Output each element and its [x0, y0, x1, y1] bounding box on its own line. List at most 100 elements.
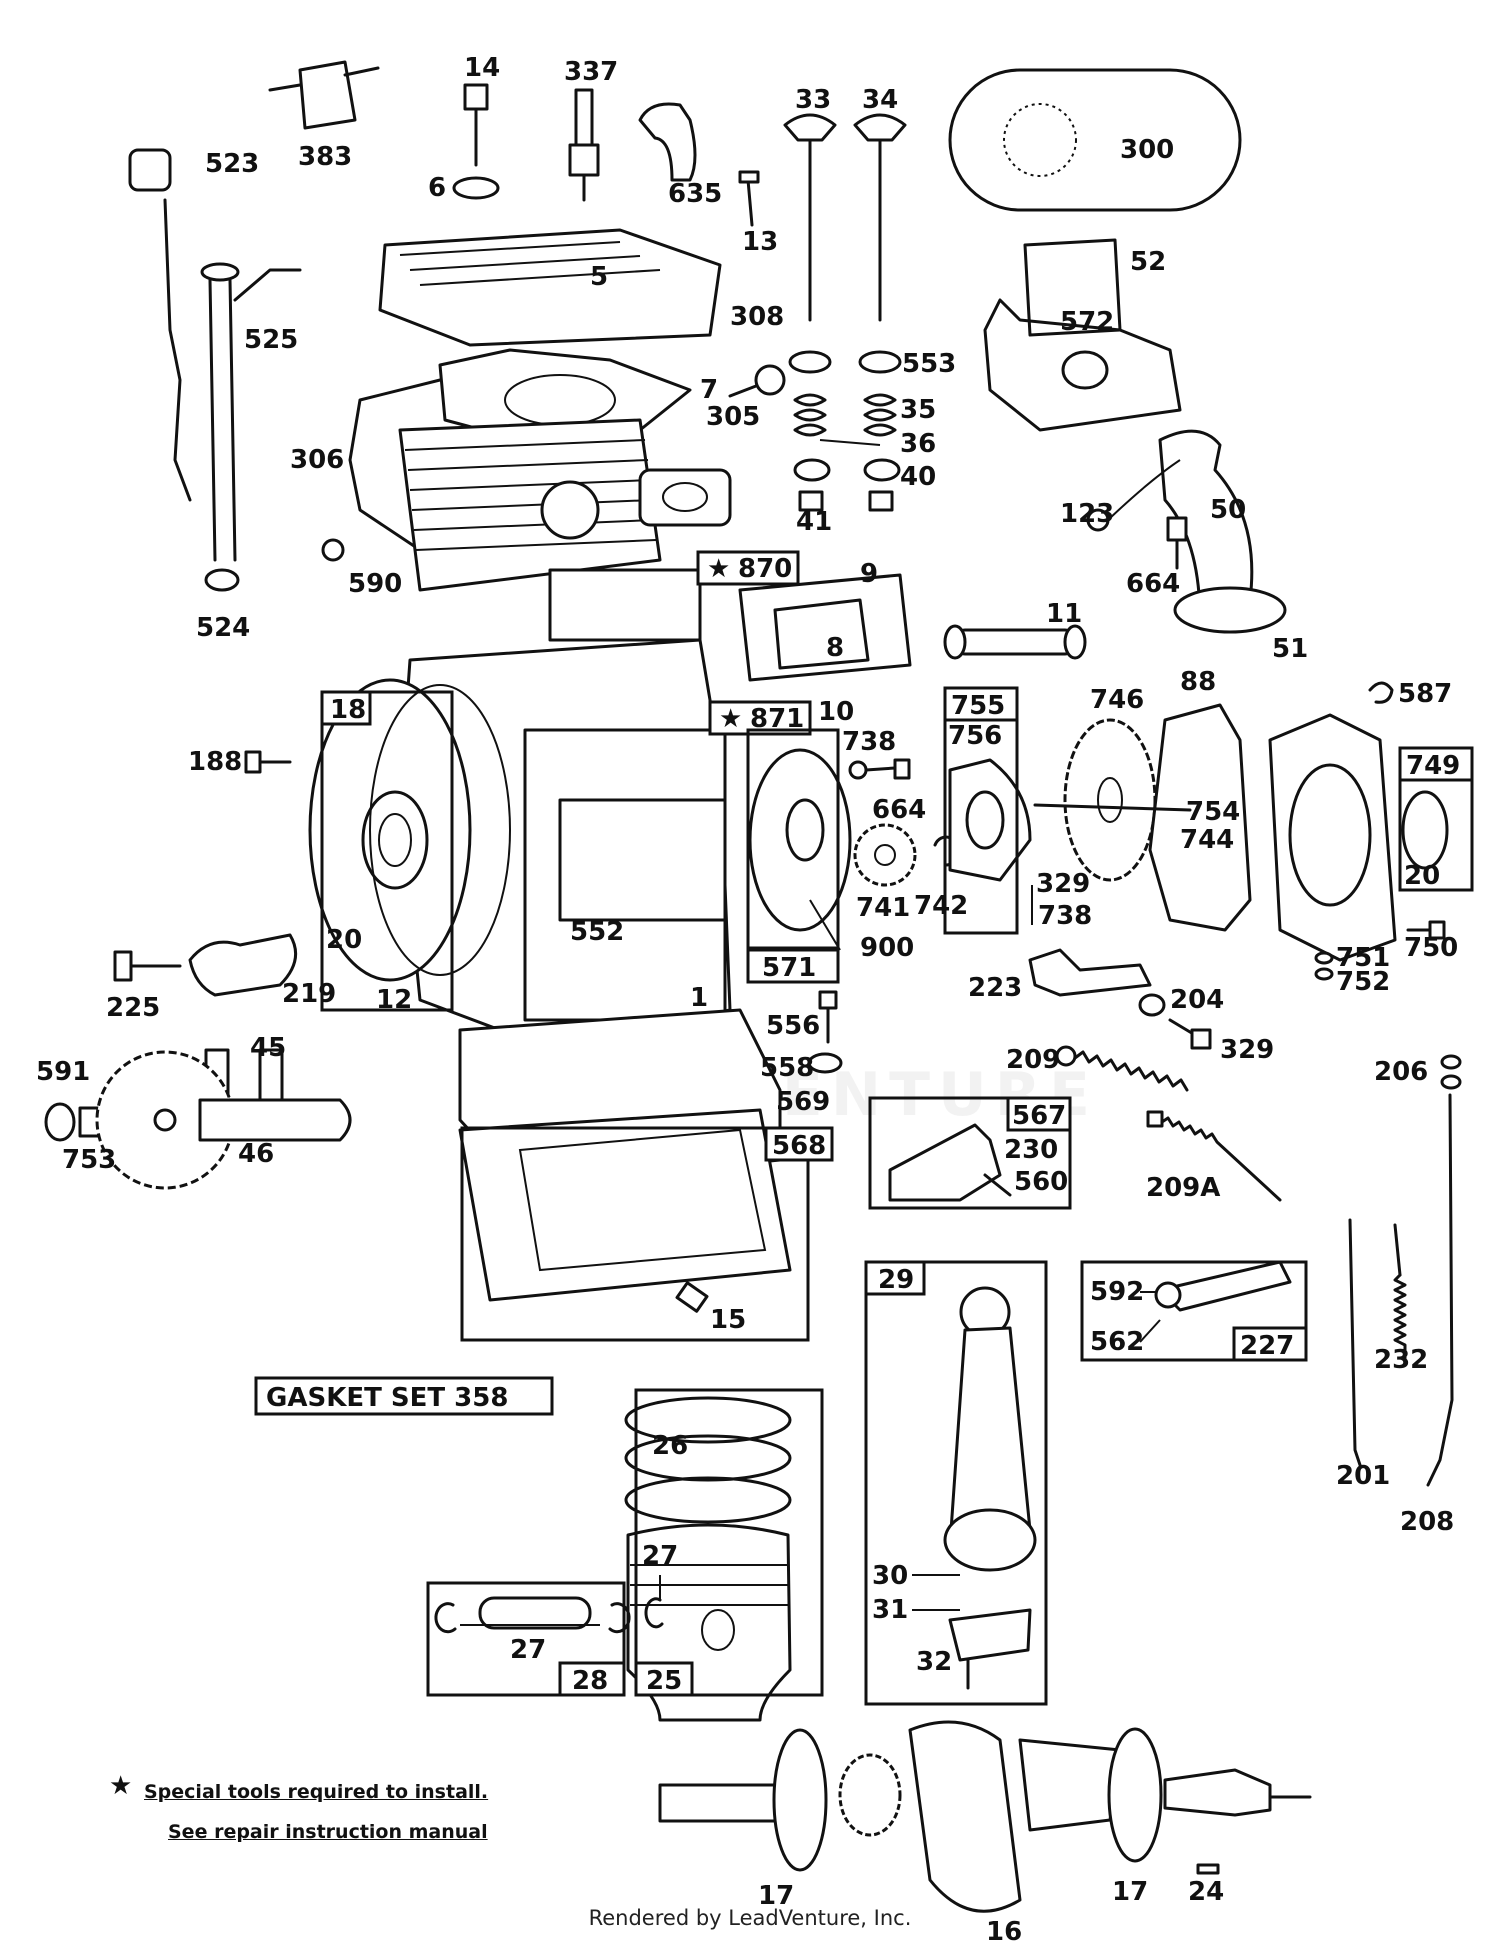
part-50-intake-elbow-drawing [1158, 429, 1287, 634]
callout-6: 6 [428, 173, 446, 203]
part-593-seal-drawing [748, 748, 852, 932]
callout-10: 10 [818, 697, 854, 727]
callout-741: 741 [856, 893, 910, 923]
boxed-area-568: 568 [460, 1126, 834, 1342]
part-523-dipstick-drawing [128, 148, 192, 502]
star-mark: ★ [719, 704, 742, 734]
callout-308: 308 [730, 302, 784, 332]
callout-742: 742 [914, 891, 968, 921]
callout-20-right: 20 [1404, 861, 1440, 891]
callout-232: 232 [1374, 1345, 1428, 1375]
callout-45: 45 [250, 1033, 286, 1063]
callout-14: 14 [464, 53, 500, 83]
part-8-9-plate-drawing [738, 573, 912, 682]
star-mark: ★ [707, 554, 730, 584]
boxed-label-871: ★ 871 [708, 700, 812, 736]
part-751-752-drawing [1314, 951, 1334, 981]
callout-337: 337 [564, 57, 618, 87]
part-208-rod-drawing [1426, 1054, 1462, 1487]
callout-27-pin: 27 [510, 1635, 546, 1665]
callout-753: 753 [62, 1145, 116, 1175]
part-225-pin-drawing [113, 950, 182, 982]
part-valve-springs-drawing [788, 350, 902, 512]
callout-900: 900 [860, 933, 914, 963]
part-16-crankshaft-drawing [658, 1720, 1312, 1913]
callout-635: 635 [668, 179, 722, 209]
label-25: 25 [646, 1666, 682, 1696]
callout-46: 46 [238, 1139, 274, 1169]
part-123-screw-drawing [1086, 459, 1181, 532]
callout-32: 32 [916, 1647, 952, 1677]
part-383-drawing [268, 60, 380, 130]
callout-738-lower: 738 [1038, 901, 1092, 931]
part-738-screw-drawing [848, 758, 911, 780]
part-26-rings-drawing [624, 1396, 792, 1524]
callout-591: 591 [36, 1057, 90, 1087]
callout-5: 5 [590, 262, 608, 292]
gasket-set-label: GASKET SET 358 [266, 1383, 508, 1413]
callout-754: 754 [1186, 797, 1240, 827]
part-306-shroud-drawing [348, 378, 442, 552]
callout-208: 208 [1400, 1507, 1454, 1537]
callout-225: 225 [106, 993, 160, 1023]
part-749-housing-drawing [1268, 713, 1449, 962]
callout-750: 750 [1404, 933, 1458, 963]
part-525-tube-drawing [200, 262, 302, 592]
callout-17-right: 17 [1112, 1877, 1148, 1907]
callout-33: 33 [795, 85, 831, 115]
callout-524: 524 [196, 613, 250, 643]
callout-201: 201 [1336, 1461, 1390, 1491]
part-329-screw-drawing [1168, 1018, 1212, 1050]
callout-34: 34 [862, 85, 898, 115]
label-18: 18 [330, 695, 366, 725]
part-15-plug-drawing [675, 1281, 709, 1313]
callout-569: 569 [776, 1087, 830, 1117]
part-567-bracket-drawing [888, 1123, 1012, 1202]
callout-552: 552 [570, 917, 624, 947]
label-29: 29 [878, 1265, 914, 1295]
part-337-spark-plug-drawing [568, 88, 600, 202]
boxed-area-567: 567 [868, 1096, 1072, 1210]
footnote-line-1: Special tools required to install. [144, 1781, 489, 1803]
callout-523: 523 [205, 149, 259, 179]
callout-188: 188 [188, 747, 242, 777]
part-18-cover-drawing [308, 678, 511, 982]
label-749: 749 [1406, 751, 1460, 781]
callout-1: 1 [690, 983, 708, 1013]
callout-592: 592 [1090, 1277, 1144, 1307]
part-756-bracket-drawing [948, 758, 1032, 882]
callout-209: 209 [1006, 1045, 1060, 1075]
part-219-governor-drawing [188, 933, 298, 997]
part-204-washer-drawing [1138, 993, 1166, 1017]
boxed-area-749: 749 [1398, 746, 1474, 892]
boxed-area-227: 227 [1080, 1260, 1308, 1362]
callout-88: 88 [1180, 667, 1216, 697]
part-572-bracket-drawing [983, 298, 1182, 432]
callout-51: 51 [1272, 634, 1308, 664]
part-5-cylinder-head-drawing [378, 228, 722, 347]
callout-20-left: 20 [326, 925, 362, 955]
callout-209A: 209A [1146, 1173, 1220, 1203]
leader-lines [460, 439, 1161, 1626]
callout-7: 7 [700, 375, 718, 405]
boxed-area-18: 18 [320, 690, 454, 1012]
callout-9: 9 [860, 559, 878, 589]
part-88-gasket-drawing [1148, 703, 1252, 932]
label-870: 870 [738, 554, 792, 584]
callout-751: 751 [1336, 943, 1390, 973]
callout-13: 13 [742, 227, 778, 257]
boxed-label-870: ★ 870 [696, 550, 800, 586]
part-33-valve-drawing [783, 113, 837, 322]
boxed-area-29: 29 [864, 1260, 1048, 1706]
part-28-pin-drawing [434, 1596, 631, 1634]
callout-50: 50 [1210, 495, 1246, 525]
part-223-lever-drawing [1028, 948, 1152, 997]
callout-11: 11 [1046, 599, 1082, 629]
shaft-754-drawing [1033, 803, 1192, 812]
part-664-screw-drawing [1166, 516, 1188, 570]
callout-664-lower: 664 [872, 795, 926, 825]
part-741-gear-drawing [853, 823, 917, 887]
callout-26: 26 [652, 1431, 688, 1461]
boxed-area-25: 25 [634, 1388, 824, 1697]
render-credit: Rendered by LeadVenture, Inc. [588, 1906, 912, 1930]
